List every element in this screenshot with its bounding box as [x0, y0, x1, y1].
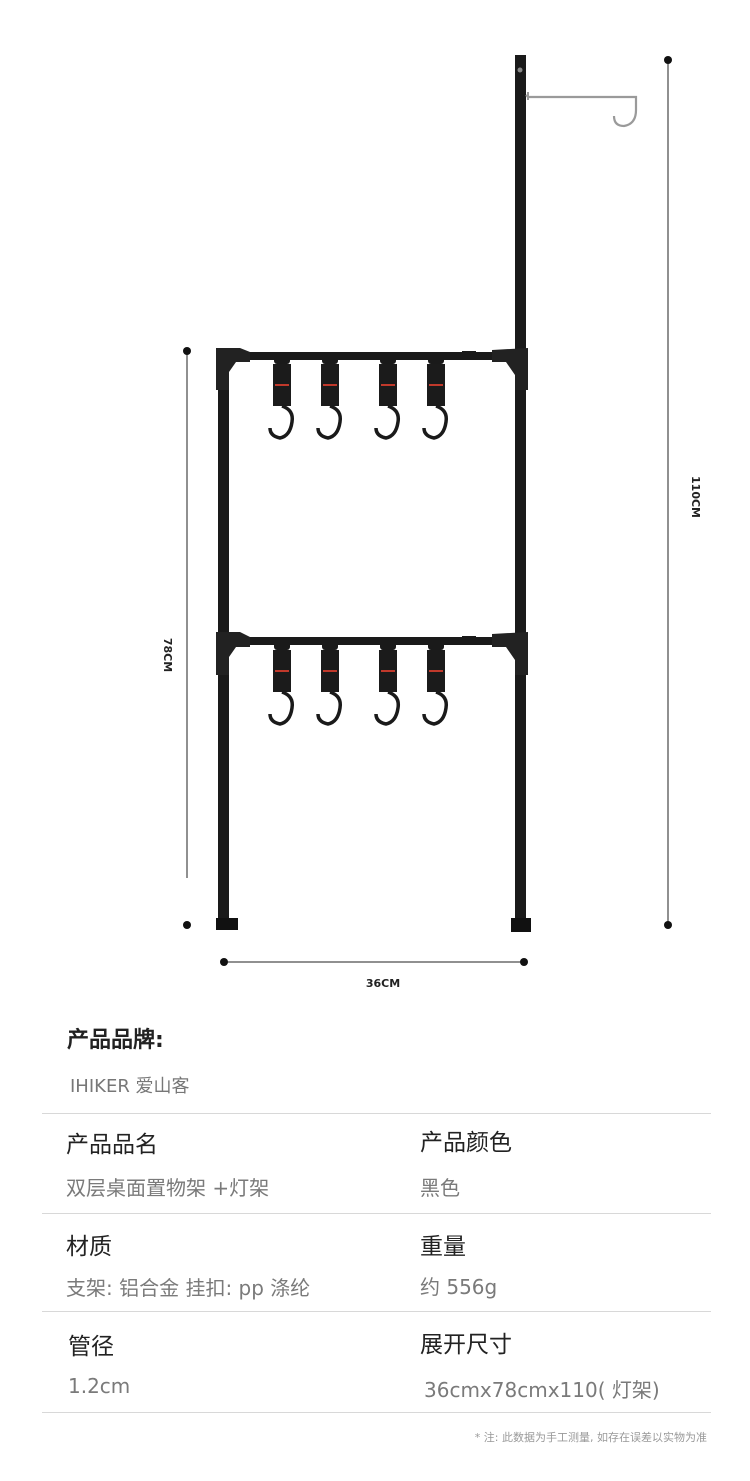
hook-icon — [374, 352, 401, 440]
divider — [42, 1213, 711, 1214]
right-foot — [511, 918, 531, 932]
material-value: 支架: 铝合金 挂扣: pp 涤纶 — [66, 1276, 311, 1300]
dimension-label-shelf-height: 78CM — [161, 638, 174, 672]
product-name-value: 双层桌面置物架 +灯架 — [66, 1176, 270, 1200]
hook-icon — [316, 638, 343, 726]
product-name-label: 产品品名 — [66, 1132, 158, 1158]
tube-diameter-label: 管径 — [68, 1334, 114, 1360]
weight-value: 约 556g — [420, 1275, 498, 1299]
divider — [42, 1113, 711, 1114]
bottom-hooks — [268, 638, 449, 726]
material-label: 材质 — [66, 1234, 112, 1260]
footnote: * 注: 此数据为手工测量, 如存在误差以实物为准 — [474, 1431, 707, 1444]
divider — [42, 1412, 711, 1413]
color-label: 产品颜色 — [420, 1130, 512, 1156]
brand-label: 产品品牌: — [67, 1028, 164, 1053]
lamp-hanger — [515, 55, 638, 355]
dimension-line-total-height — [664, 56, 672, 929]
dimension-line-shelf-height — [183, 347, 191, 929]
hook-icon — [422, 352, 449, 440]
hook-icon — [316, 352, 343, 440]
hook-icon — [374, 638, 401, 726]
hook-icon — [422, 638, 449, 726]
bottom-crossbar — [216, 632, 528, 675]
brand-value: IHIKER 爱山客 — [70, 1076, 190, 1097]
dimension-label-width: 36CM — [366, 977, 400, 990]
top-hooks — [268, 352, 449, 440]
hook-icon — [268, 352, 295, 440]
weight-label: 重量 — [420, 1234, 466, 1260]
left-foot — [216, 918, 238, 930]
product-diagram: 110CM 78CM 36CM — [161, 55, 702, 990]
dimension-label-total-height: 110CM — [689, 476, 702, 518]
tube-diameter-value: 1.2cm — [68, 1374, 131, 1398]
dimension-line-width — [220, 958, 528, 966]
top-crossbar — [216, 348, 528, 390]
divider — [42, 1311, 711, 1312]
unfolded-size-value: 36cmx78cmx110( 灯架) — [424, 1378, 660, 1402]
unfolded-size-label: 展开尺寸 — [420, 1332, 512, 1358]
hook-icon — [268, 638, 295, 726]
color-value: 黑色 — [420, 1176, 460, 1200]
